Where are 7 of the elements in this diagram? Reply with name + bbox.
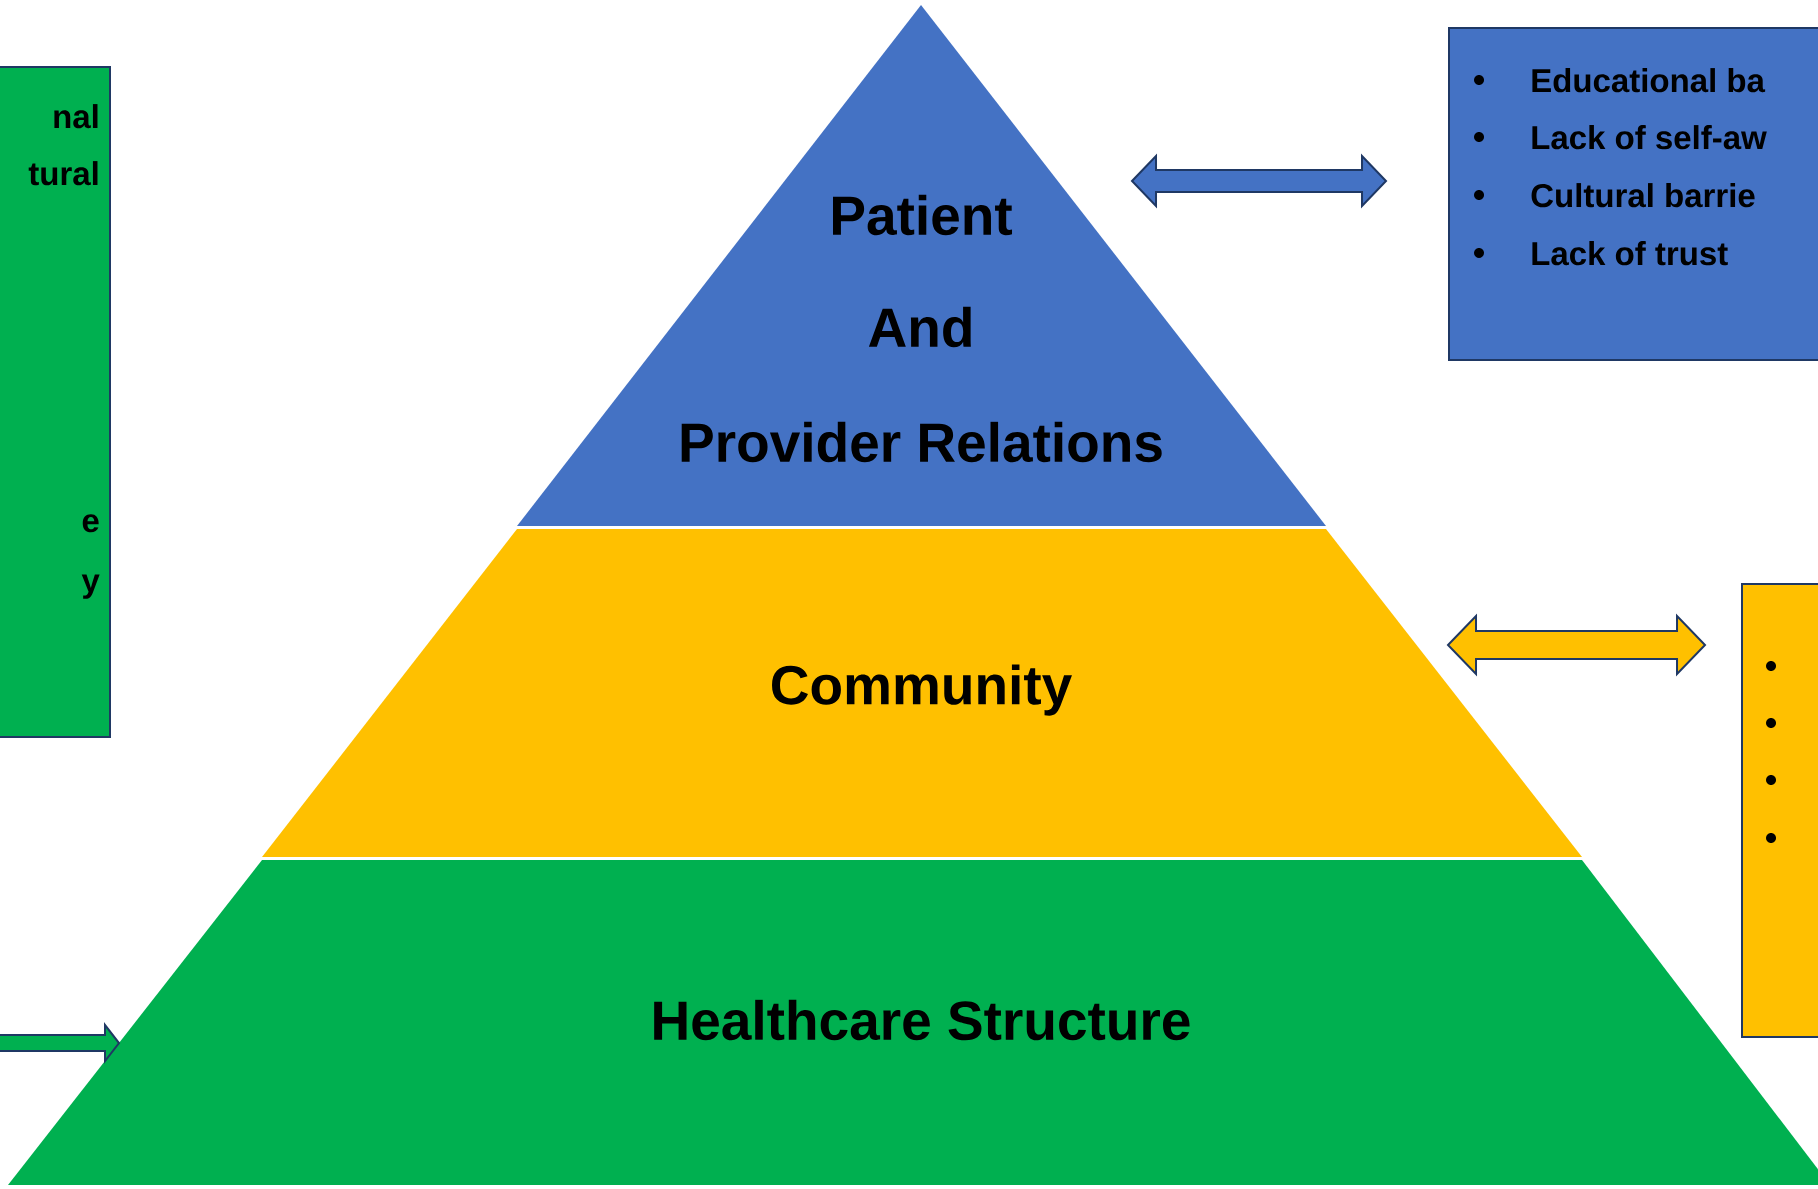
text-box: nal tural e y xyxy=(0,66,111,738)
text-box: Educational ba Lack of self-aw Cultural barrie Lack of trust xyxy=(1448,27,1818,361)
pyramid-tier: Healthcare Structure xyxy=(8,860,1818,1185)
block-arrow xyxy=(0,1022,121,1064)
text-box xyxy=(1741,583,1818,1038)
pyramid-tier: Community xyxy=(262,529,1582,857)
pyramid-tier: Patient And Provider Relations xyxy=(517,5,1326,526)
